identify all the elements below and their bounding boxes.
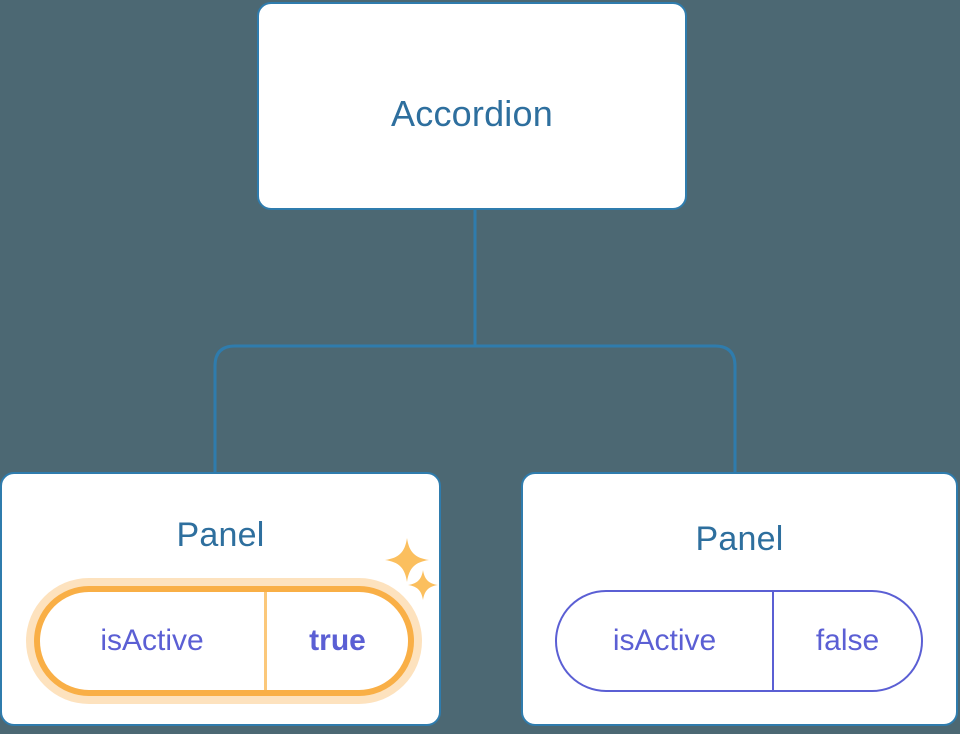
prop-value: true (264, 592, 408, 690)
prop-key: isActive (612, 624, 717, 657)
prop-pill-isactive-false[interactable]: isActive false (555, 590, 923, 692)
node-title: Accordion (391, 93, 553, 134)
node-title: Panel (695, 520, 784, 558)
connector-bus-right (473, 344, 737, 474)
prop-value: false (772, 592, 921, 690)
connector-bus-left (213, 344, 477, 474)
tree-node-accordion[interactable]: Accordion (257, 2, 687, 210)
prop-pill-isactive-true[interactable]: isActive true (34, 586, 414, 696)
node-title: Panel (176, 516, 265, 554)
prop-key: isActive (100, 624, 204, 657)
